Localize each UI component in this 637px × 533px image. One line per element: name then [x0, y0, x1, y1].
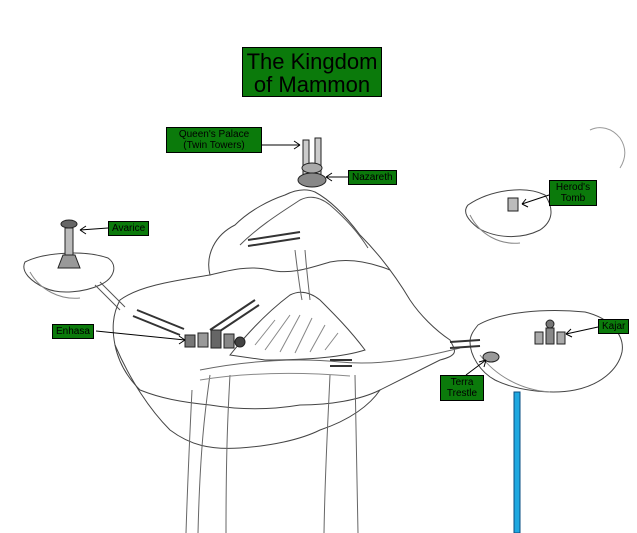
waterfall-center	[294, 249, 311, 301]
label-herods-tomb[interactable]: Herod's Tomb	[549, 180, 597, 206]
terra-trestle-entry	[482, 351, 500, 363]
avarice-island	[23, 252, 115, 293]
label-herods-tomb-line-2: Tomb	[560, 193, 586, 204]
map-title-line-1: The Kingdom	[246, 49, 378, 74]
arrow-terra-trestle-head	[478, 359, 487, 368]
enhasa-building-2	[197, 332, 209, 348]
arrow-avarice-head	[79, 225, 87, 235]
arrow-queens-palace-head	[293, 140, 301, 150]
map-title: The Kingdom of Mammon	[242, 47, 382, 97]
enhasa-building-4	[223, 333, 235, 349]
avarice-island-under	[29, 271, 81, 299]
enhasa-building-1	[184, 334, 196, 348]
terra-trestle-beam	[513, 391, 521, 533]
herods-tomb-building	[507, 197, 519, 212]
arrow-avarice	[79, 227, 109, 231]
kajar-bridge	[449, 339, 481, 349]
nazareth-city-top	[301, 162, 323, 174]
river-main	[199, 347, 461, 371]
kajar-building-2	[545, 327, 555, 345]
arrow-terra-trestle	[465, 359, 487, 376]
label-queens-palace-line-1: Queen's Palace	[178, 129, 250, 140]
arrow-enhasa	[95, 330, 186, 341]
nazareth-bridge	[247, 231, 301, 247]
label-queens-palace[interactable]: Queen's Palace (Twin Towers)	[166, 127, 262, 153]
label-terra-trestle-line-2: Trestle	[446, 388, 478, 399]
label-enhasa[interactable]: Enhasa	[52, 324, 94, 339]
central-mountain-hatch	[254, 314, 339, 354]
herods-tomb-island-under	[469, 214, 521, 244]
central-bridge	[330, 359, 352, 367]
label-avarice[interactable]: Avarice	[108, 221, 150, 236]
arrow-kajar-head	[565, 328, 573, 338]
map-title-line-2: of Mammon	[253, 72, 371, 97]
herods-tomb-island	[465, 189, 552, 238]
kajar-island	[469, 310, 623, 393]
arrow-enhasa-head	[178, 335, 186, 345]
label-nazareth[interactable]: Nazareth	[348, 170, 397, 185]
kajar-building-1	[534, 331, 544, 345]
arrow-herods-tomb	[521, 194, 550, 205]
central-mountain	[229, 291, 366, 361]
kajar-building-3	[556, 331, 566, 345]
avarice-tower-base	[57, 254, 81, 269]
avarice-tower-body	[64, 227, 74, 259]
main-island-underside	[114, 344, 381, 449]
main-island-outline	[112, 189, 455, 410]
enhasa-dome	[234, 336, 246, 348]
enhasa-walkway	[132, 309, 185, 336]
arrow-kajar	[565, 326, 599, 335]
nazareth-city-base	[297, 172, 327, 188]
label-queens-palace-line-2: (Twin Towers)	[183, 140, 245, 151]
label-terra-trestle[interactable]: Terra Trestle	[440, 375, 484, 401]
nazareth-peak	[239, 196, 369, 249]
avarice-tower-top	[60, 219, 78, 229]
avarice-bridge	[94, 281, 126, 311]
label-terra-trestle-line-1: Terra	[450, 377, 474, 388]
kajar-tower-top	[545, 319, 555, 329]
label-kajar[interactable]: Kajar	[598, 319, 630, 334]
main-island-ridge	[209, 259, 391, 276]
label-herods-tomb-line-1: Herod's	[555, 182, 591, 193]
cloud-scribble	[589, 127, 626, 169]
arrow-nazareth-head	[325, 172, 333, 182]
waterfall-right	[323, 374, 359, 533]
waterfall-left	[185, 374, 231, 533]
enhasa-building-3	[210, 329, 222, 349]
arrow-herods-tomb-head	[521, 198, 529, 208]
river-lower	[199, 372, 351, 381]
